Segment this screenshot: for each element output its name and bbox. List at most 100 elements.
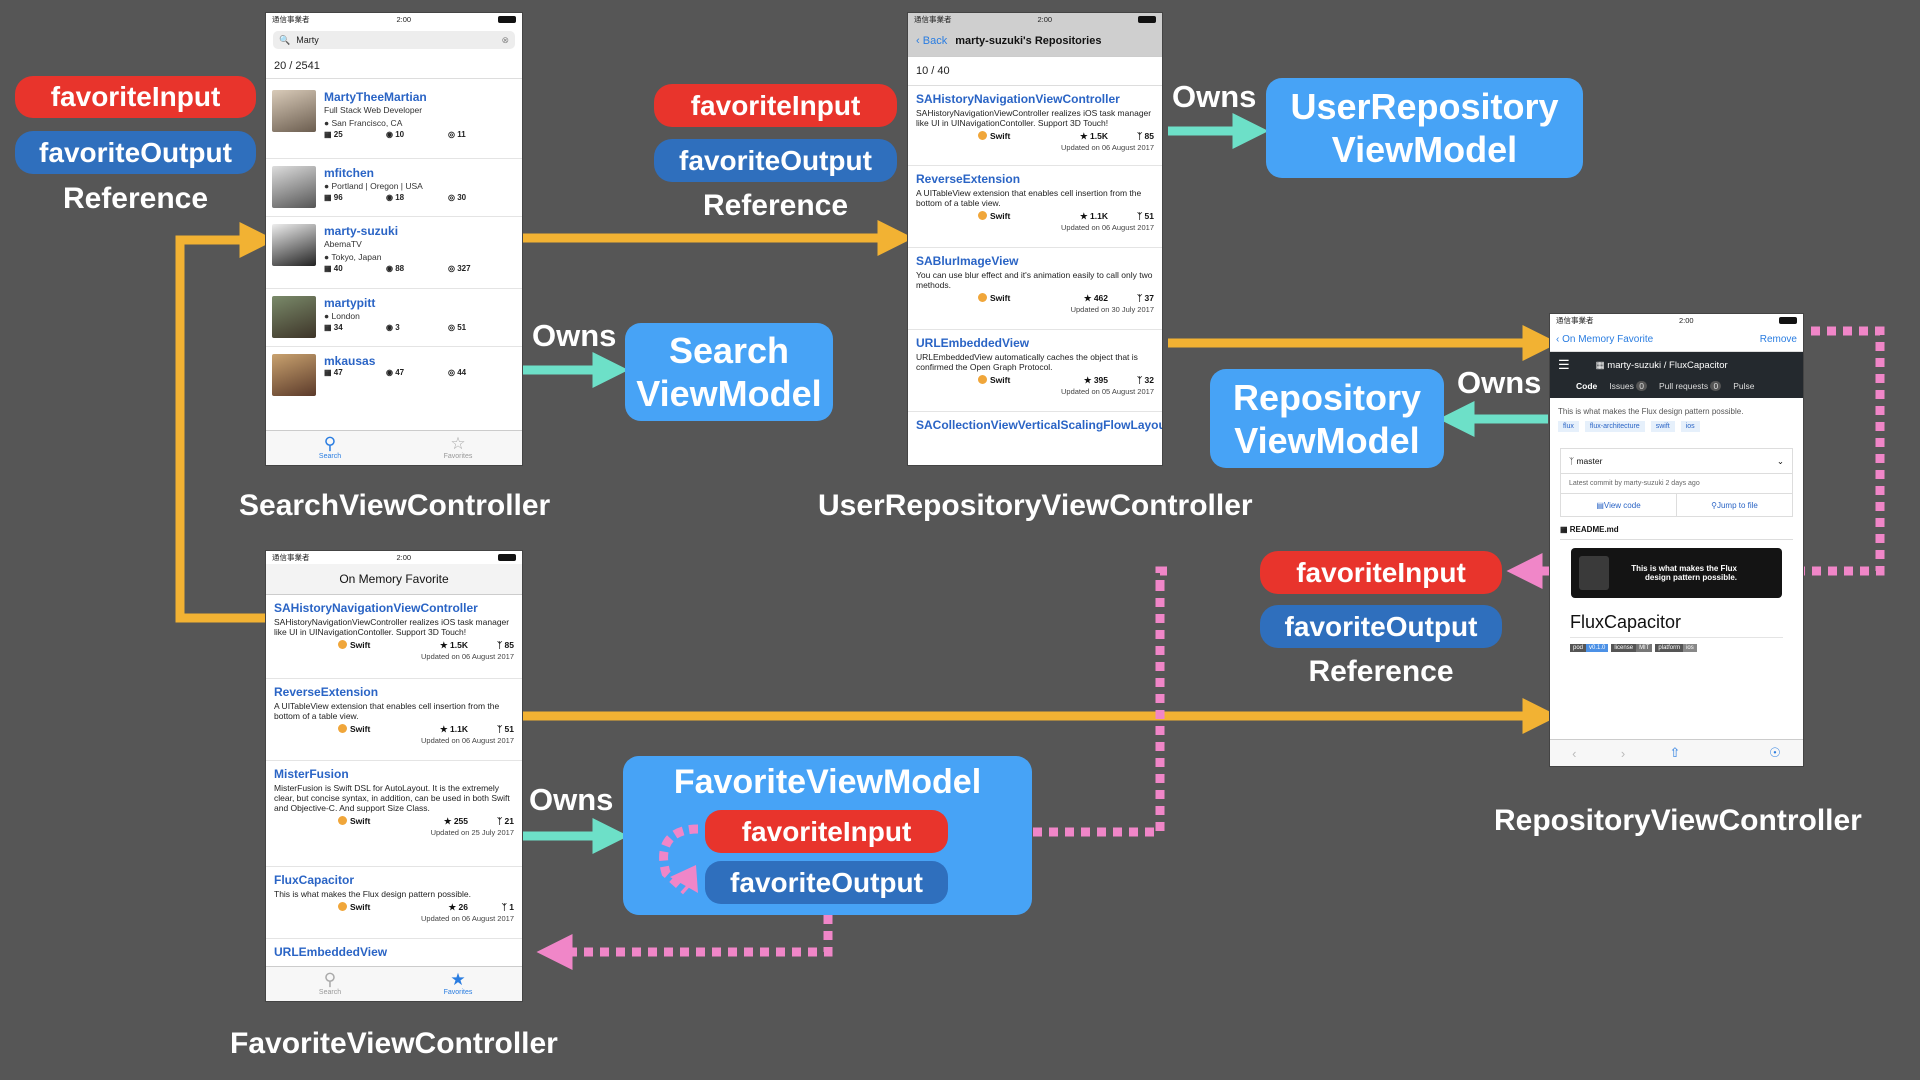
issues-count-badge: 0 <box>1636 381 1647 391</box>
view-code-button[interactable]: ▤ View code <box>1561 494 1677 516</box>
user-row[interactable]: martypitt ● London ▦ 34◉ 3◎ 51 <box>266 289 522 347</box>
tab-label: Issues <box>1609 381 1634 391</box>
language-dot-icon <box>338 640 347 649</box>
navigation-bar: ‹ On Memory Favorite Remove <box>1550 327 1803 352</box>
clear-icon[interactable]: ⊗ <box>501 34 509 45</box>
topic-tag[interactable]: ios <box>1680 421 1700 432</box>
branch-label: ᛉ master <box>1569 456 1603 466</box>
avatar <box>272 296 316 338</box>
user-row[interactable]: mfitchen ● Portland | Oregon | USA ▦ 96◉… <box>266 159 522 217</box>
search-query[interactable]: Marty <box>296 35 319 45</box>
watchers-count: 18 <box>395 193 405 202</box>
forks: 51 <box>504 724 514 734</box>
user-row[interactable]: marty-suzuki AbemaTV ● Tokyo, Japan ▦ 40… <box>266 217 522 289</box>
stars: 1.5K <box>450 640 468 650</box>
jump-to-file-button[interactable]: ⚲ Jump to file <box>1711 500 1758 510</box>
jump-to-file-label: Jump to file <box>1716 500 1758 510</box>
user-row[interactable]: MartyTheeMartian Full Stack Web Develope… <box>266 83 522 159</box>
avatar <box>272 224 316 266</box>
repo-description: SAHistoryNavigationViewController realiz… <box>274 617 510 637</box>
repository-reference-label: Reference <box>1308 655 1454 688</box>
repos-count: 40 <box>333 264 343 273</box>
user-stats: ▦ 34◉ 3◎ 51 <box>324 323 467 332</box>
repo-name: ReverseExtension <box>916 172 1021 186</box>
stars: 462 <box>1093 293 1108 303</box>
tab-search[interactable]: ⚲Search <box>266 967 394 1001</box>
repo-row[interactable]: SAHistoryNavigationViewController SAHist… <box>266 595 522 679</box>
repos-count: 34 <box>333 323 343 332</box>
updated: Updated on 05 August 2017 <box>1061 387 1154 396</box>
search-icon: 🔍 <box>279 34 291 45</box>
repo-row[interactable]: SAHistoryNavigationViewController SAHist… <box>908 86 1162 166</box>
branch-selector[interactable]: ᛉ master⌄ <box>1560 448 1793 474</box>
stars: 1.1K <box>450 724 468 734</box>
user-stats: ▦ 40◉ 88◎ 327 <box>324 264 471 273</box>
tab-favorites[interactable]: ★Favorites <box>394 967 522 1001</box>
location-text: Tokyo, Japan <box>331 252 382 262</box>
followers-count: 44 <box>457 368 467 377</box>
repo-count: 10 / 40 <box>908 57 1162 86</box>
flux-logo-icon <box>1579 556 1609 590</box>
repo-row[interactable]: ReverseExtension A UITableView extension… <box>266 679 522 761</box>
tab-favorites[interactable]: ☆Favorites <box>394 431 522 465</box>
back-label: Back <box>922 35 948 47</box>
tab-code[interactable]: Code <box>1576 381 1598 391</box>
back-button[interactable]: ‹ Back <box>916 35 948 47</box>
repo-row[interactable]: SACollectionViewVerticalScalingFlowLayou… <box>908 412 1162 435</box>
carrier-label: 通信事業者 <box>914 15 952 24</box>
repository-controller-caption: RepositoryViewController <box>1494 804 1862 837</box>
topic-tag[interactable]: swift <box>1650 421 1675 432</box>
carrier-label: 通信事業者 <box>272 553 310 562</box>
repository-favorite-input-pill: favoriteInput <box>1260 551 1502 594</box>
language: Swift <box>990 375 1011 385</box>
repo-row[interactable]: ReverseExtension A UITableView extension… <box>908 166 1162 248</box>
forward-arrow-icon[interactable]: › <box>1620 745 1626 761</box>
repo-row[interactable]: MisterFusion MisterFusion is Swift DSL f… <box>266 761 522 867</box>
back-button[interactable]: ‹ On Memory Favorite <box>1556 333 1654 345</box>
repo-row[interactable]: URLEmbeddedView URLEmbeddedView automati… <box>908 330 1162 412</box>
repo-list: SAHistoryNavigationViewController SAHist… <box>908 86 1162 435</box>
repo-row[interactable]: FluxCapacitor This is what makes the Flu… <box>266 867 522 939</box>
back-arrow-icon[interactable]: ‹ <box>1572 745 1577 761</box>
repo-row[interactable]: URLEmbeddedView <box>266 939 522 962</box>
favorite-controller-caption: FavoriteViewController <box>230 1027 558 1060</box>
search-bar[interactable]: 🔍 Marty ⊗ <box>273 31 515 49</box>
repo-row[interactable]: SABlurImageView You can use blur effect … <box>908 248 1162 330</box>
watchers-count: 47 <box>395 368 405 377</box>
user-stats: ▦ 47◉ 47◎ 44 <box>324 368 467 377</box>
language-dot-icon <box>338 816 347 825</box>
topic-tag[interactable]: flux-architecture <box>1584 421 1645 432</box>
user-bio: AbemaTV <box>324 239 362 249</box>
tab-issues[interactable]: Issues 0 <box>1609 381 1647 391</box>
tab-label: Pull requests <box>1658 381 1709 391</box>
user-row[interactable]: mkausas ▦ 47◉ 47◎ 44 <box>266 347 522 399</box>
repo-description: You can use blur effect and it's animati… <box>916 270 1153 290</box>
share-icon[interactable]: ⇧ <box>1669 745 1681 760</box>
user-name: marty-suzuki <box>324 224 399 238</box>
tab-pull-requests[interactable]: Pull requests 0 <box>1658 381 1722 391</box>
back-label: On Memory Favorite <box>1562 333 1654 345</box>
repo-name: URLEmbeddedView <box>916 336 1030 350</box>
compass-icon[interactable]: ☉ <box>1769 745 1781 760</box>
stars: 1.1K <box>1090 211 1108 221</box>
branch-name: master <box>1576 456 1603 466</box>
carrier-label: 通信事業者 <box>1556 316 1594 325</box>
tab-search[interactable]: ⚲Search <box>266 431 394 465</box>
updated: Updated on 30 July 2017 <box>1070 305 1154 314</box>
user-list: MartyTheeMartian Full Stack Web Develope… <box>266 83 522 399</box>
menu-icon[interactable]: ☰ <box>1558 357 1570 372</box>
userrepo-reference-label: Reference <box>702 189 849 222</box>
user-repository-controller-caption: UserRepositoryViewController <box>818 489 1253 522</box>
carrier-label: 通信事業者 <box>272 15 310 24</box>
tab-pulse[interactable]: Pulse <box>1733 381 1755 391</box>
repo-description: This is what makes the Flux design patte… <box>1558 407 1744 416</box>
topic-tag[interactable]: flux <box>1558 421 1579 432</box>
remove-button[interactable]: Remove <box>1759 333 1797 345</box>
